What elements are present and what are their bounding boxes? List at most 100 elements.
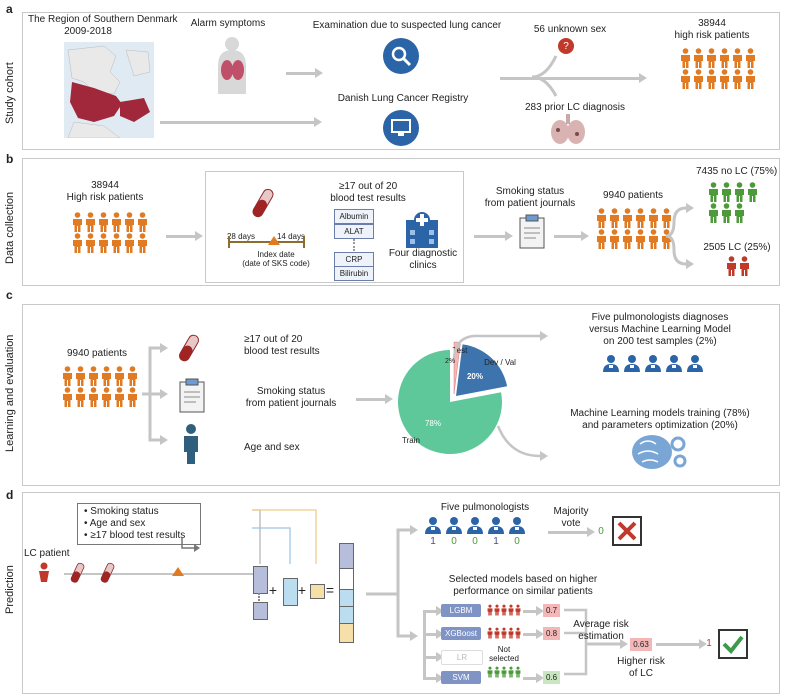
search-icon xyxy=(383,38,419,74)
region-title: The Region of Southern Denmark xyxy=(28,14,178,25)
pie-train-label: Train xyxy=(402,436,420,445)
person-icon xyxy=(63,387,72,407)
person-icon xyxy=(722,203,731,223)
panel-c-side-label: Learning and evaluation xyxy=(4,334,16,452)
exam-label: Examination due to suspected lung cancer xyxy=(312,20,502,31)
feature-age-sex: • Age and sex xyxy=(84,518,146,529)
person-icon xyxy=(720,69,729,89)
arrow-a3 xyxy=(500,73,647,83)
pulmonologist-icon xyxy=(645,355,661,372)
arrow-svm xyxy=(423,673,444,683)
d-tube-1-icon xyxy=(70,562,85,583)
score-svm: 0.6 xyxy=(543,671,560,684)
person-icon xyxy=(73,233,82,253)
person-icon xyxy=(487,627,493,639)
days-28: 28 days xyxy=(226,232,256,241)
d-branch-arrows xyxy=(366,525,418,641)
b-blood-1: ≥17 out of 20 xyxy=(338,181,398,192)
registry-label: Danish Lung Cancer Registry xyxy=(337,93,469,104)
person-icon xyxy=(508,604,514,616)
person-icon xyxy=(501,666,507,678)
c-pulmo-2: versus Machine Learning Model xyxy=(589,324,731,335)
vec-blood-dots xyxy=(258,593,262,601)
person-icon xyxy=(99,233,108,253)
pie-train-pct: 78% xyxy=(424,419,441,428)
arrow-a2 xyxy=(160,117,322,127)
score-xgboost: 0.8 xyxy=(543,627,560,640)
pulmonologist-icon xyxy=(446,517,462,534)
person-icon xyxy=(125,212,134,232)
score-lgbm: 0.7 xyxy=(543,604,560,617)
model-lgbm: LGBM xyxy=(441,604,481,617)
person-icon xyxy=(73,212,82,232)
a-patients-label: high risk patients xyxy=(674,30,750,41)
days-14: 14 days xyxy=(276,232,306,241)
arrow-lr xyxy=(423,652,444,662)
person-icon xyxy=(597,208,606,228)
lc-label: 2505 LC (25%) xyxy=(703,242,771,253)
plus-1: + xyxy=(268,582,278,598)
pulmonologist-icon xyxy=(467,517,483,534)
clipboard-icon xyxy=(519,214,545,249)
plus-2: + xyxy=(297,582,307,598)
person-icon xyxy=(487,666,493,678)
pulmonologist-icon xyxy=(488,517,504,534)
c-smoking-1: Smoking status xyxy=(256,386,326,397)
mini-people-xgb xyxy=(487,627,521,639)
person-icon xyxy=(508,627,514,639)
check-icon xyxy=(718,629,748,659)
person-icon xyxy=(707,69,716,89)
pie-dev-pct: 20% xyxy=(466,372,483,381)
people-grid-c xyxy=(62,366,138,407)
person-icon xyxy=(112,233,121,253)
person-icon xyxy=(112,212,121,232)
pie-callout-arrows xyxy=(452,331,548,461)
person-icon xyxy=(494,627,500,639)
pulmonologist-icon xyxy=(624,355,640,372)
person-icon xyxy=(515,627,521,639)
arrow-final xyxy=(656,639,707,649)
c-blood-2: blood test results xyxy=(244,346,320,357)
ml-brain-icon xyxy=(632,435,687,469)
vote-2: 0 xyxy=(451,536,457,547)
b-blood-2: blood test results xyxy=(330,193,406,204)
test-ellipsis xyxy=(353,239,357,251)
branch-arrows-b xyxy=(665,203,694,269)
people-grid-a xyxy=(680,48,756,89)
vote-5: 0 xyxy=(514,536,520,547)
d-five-pulmo: Five pulmonologists xyxy=(440,502,530,513)
index-label-2: (date of SKS code) xyxy=(242,259,310,268)
blood-test-box xyxy=(205,171,464,283)
person-icon xyxy=(76,366,85,386)
c-pulmonologists-row xyxy=(602,354,704,372)
person-icon xyxy=(709,182,718,202)
b-patients-count: 38944 xyxy=(91,180,119,191)
majority-result: 0 xyxy=(598,526,604,537)
lc-patient-label: LC patient xyxy=(24,548,70,559)
pulmonologist-icon xyxy=(666,355,682,372)
person-icon xyxy=(623,229,632,249)
blood-tube-icon xyxy=(252,188,274,218)
d-votes-row: 1 0 0 1 0 xyxy=(424,536,526,548)
person-icon xyxy=(636,229,645,249)
vec-smoking xyxy=(283,578,298,606)
person-icon xyxy=(610,229,619,249)
test-bilirubin: Bilirubin xyxy=(334,266,374,281)
question-icon: ? xyxy=(558,38,574,54)
avg-1: Average risk xyxy=(573,619,629,630)
c-smoking-2: from patient journals xyxy=(245,398,337,409)
person-icon xyxy=(125,233,134,253)
mini-people-lgbm xyxy=(487,604,521,616)
people-grid-red xyxy=(726,256,750,276)
person-icon xyxy=(597,229,606,249)
selected-2: performance on similar patients xyxy=(453,586,593,597)
person-icon xyxy=(623,208,632,228)
index-date-triangle xyxy=(268,236,280,245)
timeline-left-tick xyxy=(228,236,230,248)
person-icon xyxy=(76,387,85,407)
majority-2: vote xyxy=(561,518,581,529)
split-arrows xyxy=(531,55,558,97)
model-lr: LR xyxy=(441,650,483,665)
c-ml-2: and parameters optimization (20%) xyxy=(582,420,738,431)
person-icon xyxy=(746,69,755,89)
